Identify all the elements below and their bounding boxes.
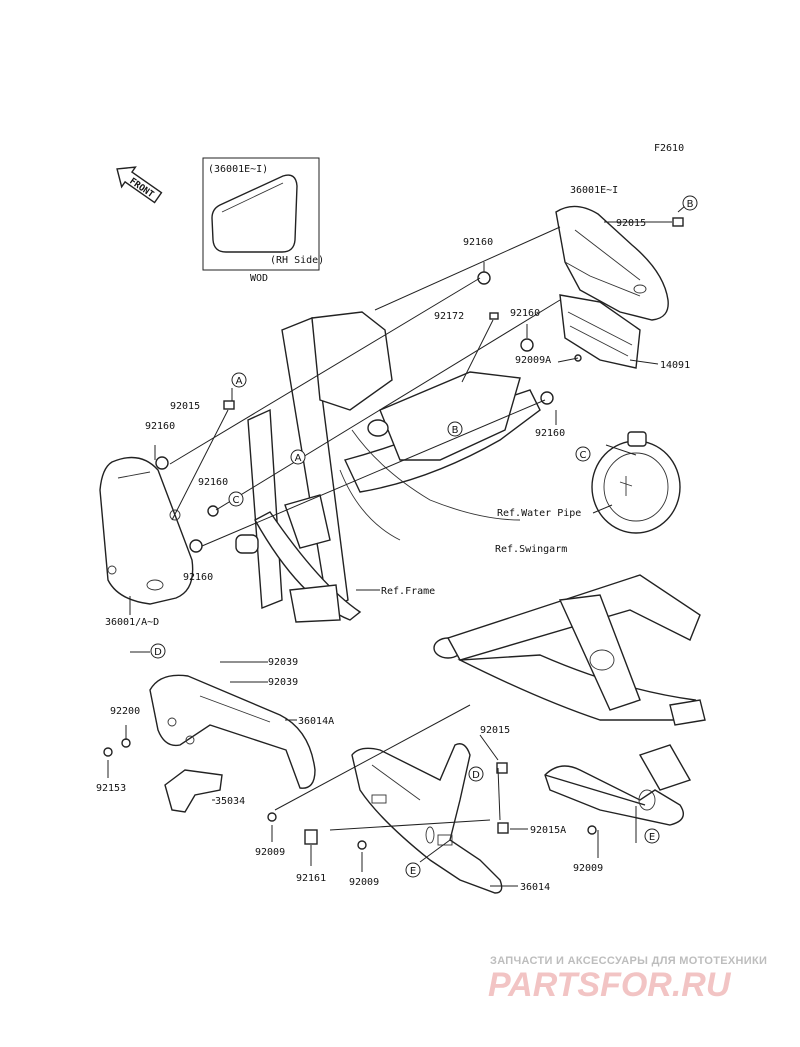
chain-cover-upper (149, 674, 316, 789)
callout-a-frame: A (290, 449, 306, 465)
label-14091: 14091 (660, 360, 690, 371)
label-92160-low: 92160 (183, 572, 213, 583)
label-36014a: 36014A (298, 716, 334, 727)
label-92160-left: 92160 (145, 421, 175, 432)
label-36014: 36014 (520, 882, 550, 893)
svg-text:A: A (295, 453, 302, 464)
watermark: ЗАПЧАСТИ И АКСЕССУАРЫ ДЛЯ МОТОТЕХНИКИ PA… (488, 955, 767, 1004)
callout-c-right: C (575, 446, 591, 462)
label-92160-c: 92160 (535, 428, 565, 439)
svg-text:C: C (233, 495, 240, 506)
swingarm (433, 574, 706, 826)
svg-text:D: D (154, 647, 162, 658)
label-ref-water-pipe: Ref.Water Pipe (497, 508, 581, 519)
callout-e-left: E (405, 862, 421, 878)
label-92009-right: 92009 (573, 863, 603, 874)
water-pipe (591, 431, 681, 534)
callout-c-left: C (228, 491, 244, 507)
chain-cover-lower (351, 743, 503, 894)
chain-cover-bracket (164, 769, 223, 813)
inset-note: WOD (250, 273, 268, 284)
label-92015-left: 92015 (170, 401, 200, 412)
lh-side-cover (99, 456, 194, 605)
callout-e-right: E (644, 828, 660, 844)
small-parts (103, 217, 684, 850)
label-36001-a-d: 36001/A~D (105, 617, 159, 628)
leader-lines (107, 205, 686, 887)
label-92160-a: 92160 (463, 237, 493, 248)
watermark-logo: PARTSFOR.RU (488, 966, 732, 1004)
label-92039-a: 92039 (268, 657, 298, 668)
watermark-tagline: ЗАПЧАСТИ И АКСЕССУАРЫ ДЛЯ МОТОТЕХНИКИ (490, 955, 767, 967)
label-35034: 35034 (215, 796, 245, 807)
svg-text:E: E (649, 832, 655, 843)
part-labels: 36001E~I 92015 92160 92172 92160 92009A … (96, 185, 690, 893)
svg-text:D: D (472, 770, 480, 781)
callout-b-frame: B (447, 421, 463, 437)
label-92153: 92153 (96, 783, 126, 794)
svg-text:B: B (452, 425, 459, 436)
label-92009-left: 92009 (255, 847, 285, 858)
inset-side: (RH Side) (270, 255, 324, 266)
svg-text:A: A (236, 376, 243, 387)
label-ref-frame: Ref.Frame (381, 586, 435, 597)
label-92009a: 92009A (515, 355, 551, 366)
inset-box: (36001E~I) (RH Side) WOD (202, 157, 324, 284)
label-92039-b: 92039 (268, 677, 298, 688)
label-92015-d: 92015 (480, 725, 510, 736)
figure-code: F2610 (654, 143, 684, 154)
svg-text:E: E (410, 866, 416, 877)
callout-d-mid: D (468, 766, 484, 782)
rh-side-cover (555, 205, 669, 321)
label-92015a: 92015A (530, 825, 566, 836)
label-92009-mid: 92009 (349, 877, 379, 888)
svg-text:C: C (580, 450, 587, 461)
callout-b-top: B (682, 195, 698, 211)
label-36001e-i: 36001E~I (570, 185, 618, 196)
label-92172: 92172 (434, 311, 464, 322)
front-arrow-icon: FRONT (116, 166, 163, 204)
label-92015-top: 92015 (616, 218, 646, 229)
label-92160-b: 92160 (510, 308, 540, 319)
label-ref-swingarm: Ref.Swingarm (495, 544, 567, 555)
label-92200: 92200 (110, 706, 140, 717)
label-92160-mid: 92160 (198, 477, 228, 488)
frame (235, 311, 541, 623)
callout-a-top: A (231, 372, 247, 388)
label-92161: 92161 (296, 873, 326, 884)
cover-bracket (559, 294, 641, 369)
callout-d-top: D (150, 643, 166, 659)
svg-text:B: B (687, 199, 694, 210)
inset-code: (36001E~I) (208, 164, 268, 175)
